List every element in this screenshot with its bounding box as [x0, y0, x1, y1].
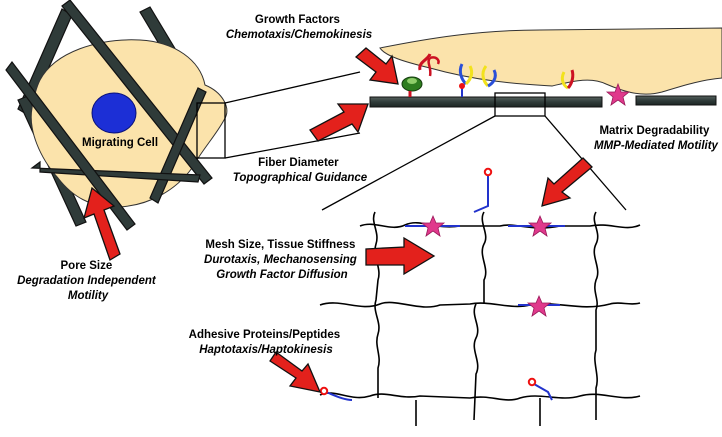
arrow-adhesive [269, 351, 322, 393]
integrin-receptor [458, 63, 474, 86]
hydrogel-mesh [319, 176, 641, 426]
scaffold-panel: Migrating Cell [5, 0, 361, 231]
mesh-ligands [319, 167, 537, 396]
pore-size-title: Pore Size [61, 260, 113, 272]
adhesive-label: Adhesive Proteins/Peptides Haptotaxis/Ha… [189, 329, 344, 356]
adhesive-ligand [527, 377, 537, 387]
scaffold-fiber [30, 160, 201, 183]
fiber-rod-segment [635, 95, 717, 106]
ligand-peptide [459, 83, 465, 89]
scaffold-fiber [61, 0, 213, 185]
mmp-site-star [420, 214, 446, 237]
adhesive-subtitle: Haptotaxis/Haptokinesis [199, 344, 333, 356]
matrix-degradability-title: Matrix Degradability [599, 125, 710, 137]
cell-nucleus [91, 92, 137, 134]
zoom-box-mesh [494, 92, 546, 117]
integrin-receptor [560, 69, 575, 90]
adhesive-ligand [483, 167, 493, 177]
arrow-fiber-diameter [309, 103, 369, 142]
mesh-strand [473, 303, 479, 421]
mesh-strand [359, 221, 641, 229]
zoom-box-fiber [196, 102, 226, 159]
mesh-mmp-sites [420, 214, 553, 317]
mesh-pendant-peptide [325, 391, 353, 401]
migrating-cell-label: Migrating Cell [82, 137, 158, 149]
mmp-site-star [605, 82, 631, 106]
zoom-line [224, 132, 361, 159]
scaffold-fibers-front [5, 0, 213, 231]
fiber-diameter-subtitle: Topographical Guidance [233, 172, 368, 184]
arrow-matrix-degradability [541, 157, 593, 207]
mesh-size-subtitle-1: Durotaxis, Mechanosensing [204, 254, 357, 266]
receptor-red [427, 56, 440, 77]
mesh-strand [319, 301, 641, 308]
growth-factors-label: Growth Factors Chemotaxis/Chemokinesis [226, 14, 372, 41]
mesh-pendant-peptide [473, 176, 489, 213]
mesh-size-subtitle-2: Growth Factor Diffusion [216, 269, 347, 281]
growth-factor [401, 76, 423, 92]
zoom-line [224, 71, 361, 104]
mesh-strand [319, 392, 641, 401]
cell-membrane-edge [379, 27, 722, 95]
receptor-growth-factor [408, 53, 432, 97]
scaffold-fiber [5, 61, 136, 231]
annotation-arrows [83, 47, 593, 393]
fiber-detail-panel [321, 27, 722, 211]
mmp-site-star [526, 294, 552, 317]
mesh-strand [372, 211, 380, 398]
growth-factors-title: Growth Factors [255, 14, 340, 26]
growth-factors-subtitle: Chemotaxis/Chemokinesis [226, 29, 372, 41]
pore-size-label: Pore Size Degradation Independent Motili… [17, 260, 159, 302]
arrow-mesh-size [365, 236, 436, 276]
arrow-growth-factors [354, 47, 399, 85]
zoom-line [321, 115, 496, 211]
mesh-size-title: Mesh Size, Tissue Stiffness [205, 239, 355, 251]
mesh-size-label: Mesh Size, Tissue Stiffness Durotaxis, M… [204, 239, 360, 281]
matrix-degradability-label: Matrix Degradability MMP-Mediated Motili… [594, 125, 719, 152]
integrin-receptor [481, 65, 497, 88]
matrix-degradability-subtitle: MMP-Mediated Motility [594, 140, 719, 152]
mmp-site-star [527, 214, 553, 237]
adhesive-ligand [319, 386, 329, 396]
pore-size-subtitle-2: Motility [68, 290, 109, 302]
arrow-pore-size [83, 186, 121, 261]
mesh-strand [481, 211, 487, 304]
mesh-strand [593, 211, 599, 420]
pore-size-subtitle-1: Degradation Independent [17, 275, 157, 287]
fiber-diameter-label: Fiber Diameter Topographical Guidance [233, 157, 368, 184]
adhesive-title: Adhesive Proteins/Peptides [189, 329, 340, 341]
mesh-pendant-peptide [533, 383, 553, 401]
fiber-diameter-title: Fiber Diameter [258, 157, 339, 169]
fiber-rod [369, 96, 603, 108]
